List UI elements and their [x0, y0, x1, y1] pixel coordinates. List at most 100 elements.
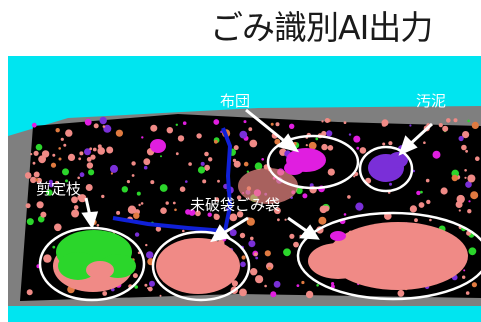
waste-speckle: [353, 135, 361, 143]
waste-speckle: [77, 194, 83, 201]
waste-speckle: [359, 147, 367, 154]
waste-speckle: [102, 125, 106, 128]
waste-speckle: [295, 187, 303, 195]
waste-speckle: [323, 205, 330, 212]
waste-speckle: [150, 180, 155, 185]
waste-speckle: [147, 286, 153, 292]
waste-speckle: [465, 181, 472, 188]
waste-speckle: [284, 218, 287, 221]
waste-speckle: [26, 218, 34, 226]
label-oshin: 汚泥: [416, 92, 446, 110]
waste-speckle: [315, 137, 319, 141]
waste-speckle: [134, 232, 140, 237]
waste-speckle: [84, 118, 92, 126]
waste-speckle: [270, 122, 274, 126]
waste-speckle: [30, 176, 37, 184]
waste-speckle: [471, 121, 479, 129]
waste-speckle: [33, 150, 39, 156]
waste-speckle: [207, 212, 212, 217]
waste-speckle: [324, 118, 330, 123]
waste-speckle: [275, 122, 280, 127]
waste-speckle: [255, 275, 264, 284]
waste-speckle: [423, 141, 426, 144]
waste-speckle: [84, 148, 91, 156]
waste-speckle: [213, 119, 220, 125]
waste-speckle: [165, 201, 169, 205]
waste-speckle: [302, 193, 308, 199]
waste-speckle: [229, 229, 237, 237]
waste-speckle: [264, 284, 267, 288]
waste-speckle: [248, 127, 253, 132]
waste-speckle: [296, 284, 300, 287]
waste-speckle: [458, 209, 461, 212]
waste-speckle: [182, 121, 187, 125]
waste-speckle: [126, 180, 130, 184]
waste-speckle: [316, 284, 319, 287]
waste-speckle: [146, 251, 154, 259]
waste-speckle: [343, 121, 347, 124]
waste-speckle: [250, 268, 258, 276]
waste-speckle: [175, 123, 178, 127]
waste-speckle: [155, 226, 162, 232]
waste-speckle: [31, 122, 37, 128]
waste-speckle: [90, 154, 96, 160]
waste-speckle: [79, 172, 85, 178]
waste-speckle: [131, 161, 136, 166]
waste-speckle: [62, 168, 69, 176]
label-mihabukuro: 未破袋ごみ袋: [190, 196, 280, 214]
waste-speckle: [236, 195, 242, 200]
waste-speckle: [253, 252, 258, 257]
waste-speckle: [58, 157, 62, 161]
waste-speckle: [465, 291, 470, 295]
waste-speckle: [86, 157, 92, 162]
waste-speckle: [138, 203, 141, 207]
waste-speckle: [32, 161, 36, 165]
waste-speckle: [425, 178, 430, 183]
waste-speckle: [293, 241, 299, 248]
waste-speckle: [231, 280, 238, 287]
waste-speckle: [127, 205, 137, 214]
waste-speckle: [115, 129, 123, 137]
waste-speckle: [470, 191, 479, 200]
waste-speckle: [121, 186, 128, 193]
waste-speckle: [420, 190, 423, 194]
waste-speckle: [36, 201, 44, 209]
waste-speckle: [52, 153, 56, 157]
waste-speckle: [321, 130, 327, 137]
waste-speckle: [409, 205, 417, 213]
waste-speckle: [174, 208, 177, 212]
waste-speckle: [214, 139, 218, 144]
waste-speckle: [467, 174, 476, 183]
waste-speckle: [462, 131, 470, 139]
waste-speckle: [110, 164, 118, 173]
label-futon: 布団: [220, 92, 250, 110]
waste-speckle: [289, 233, 295, 239]
waste-speckle: [204, 164, 211, 171]
waste-speckle: [208, 157, 213, 162]
waste-speckle: [465, 149, 468, 153]
waste-speckle: [464, 176, 467, 179]
waste-speckle: [86, 162, 94, 169]
waste-speckle: [468, 200, 471, 203]
waste-speckle: [246, 217, 255, 226]
waste-speckle: [453, 118, 458, 123]
waste-speckle: [200, 161, 205, 166]
waste-speckle: [65, 129, 73, 137]
waste-speckle: [185, 180, 188, 183]
waste-speckle: [321, 143, 328, 151]
waste-speckle: [461, 144, 467, 151]
segmentation-output-image: 布団 汚泥 剪定枝 未破袋ごみ袋: [8, 56, 481, 322]
waste-speckle: [356, 146, 360, 150]
waste-speckle: [35, 178, 39, 182]
label-sentei: 剪定枝: [36, 180, 81, 198]
waste-speckle: [327, 145, 334, 151]
waste-speckle: [409, 124, 412, 127]
waste-speckle: [43, 254, 52, 263]
waste-speckle: [438, 123, 443, 128]
waste-speckle: [65, 179, 68, 183]
waste-speckle: [134, 285, 138, 289]
waste-speckle: [429, 218, 432, 222]
waste-speckle: [248, 240, 256, 248]
waste-speckle: [60, 137, 64, 141]
waste-speckle: [233, 145, 239, 151]
